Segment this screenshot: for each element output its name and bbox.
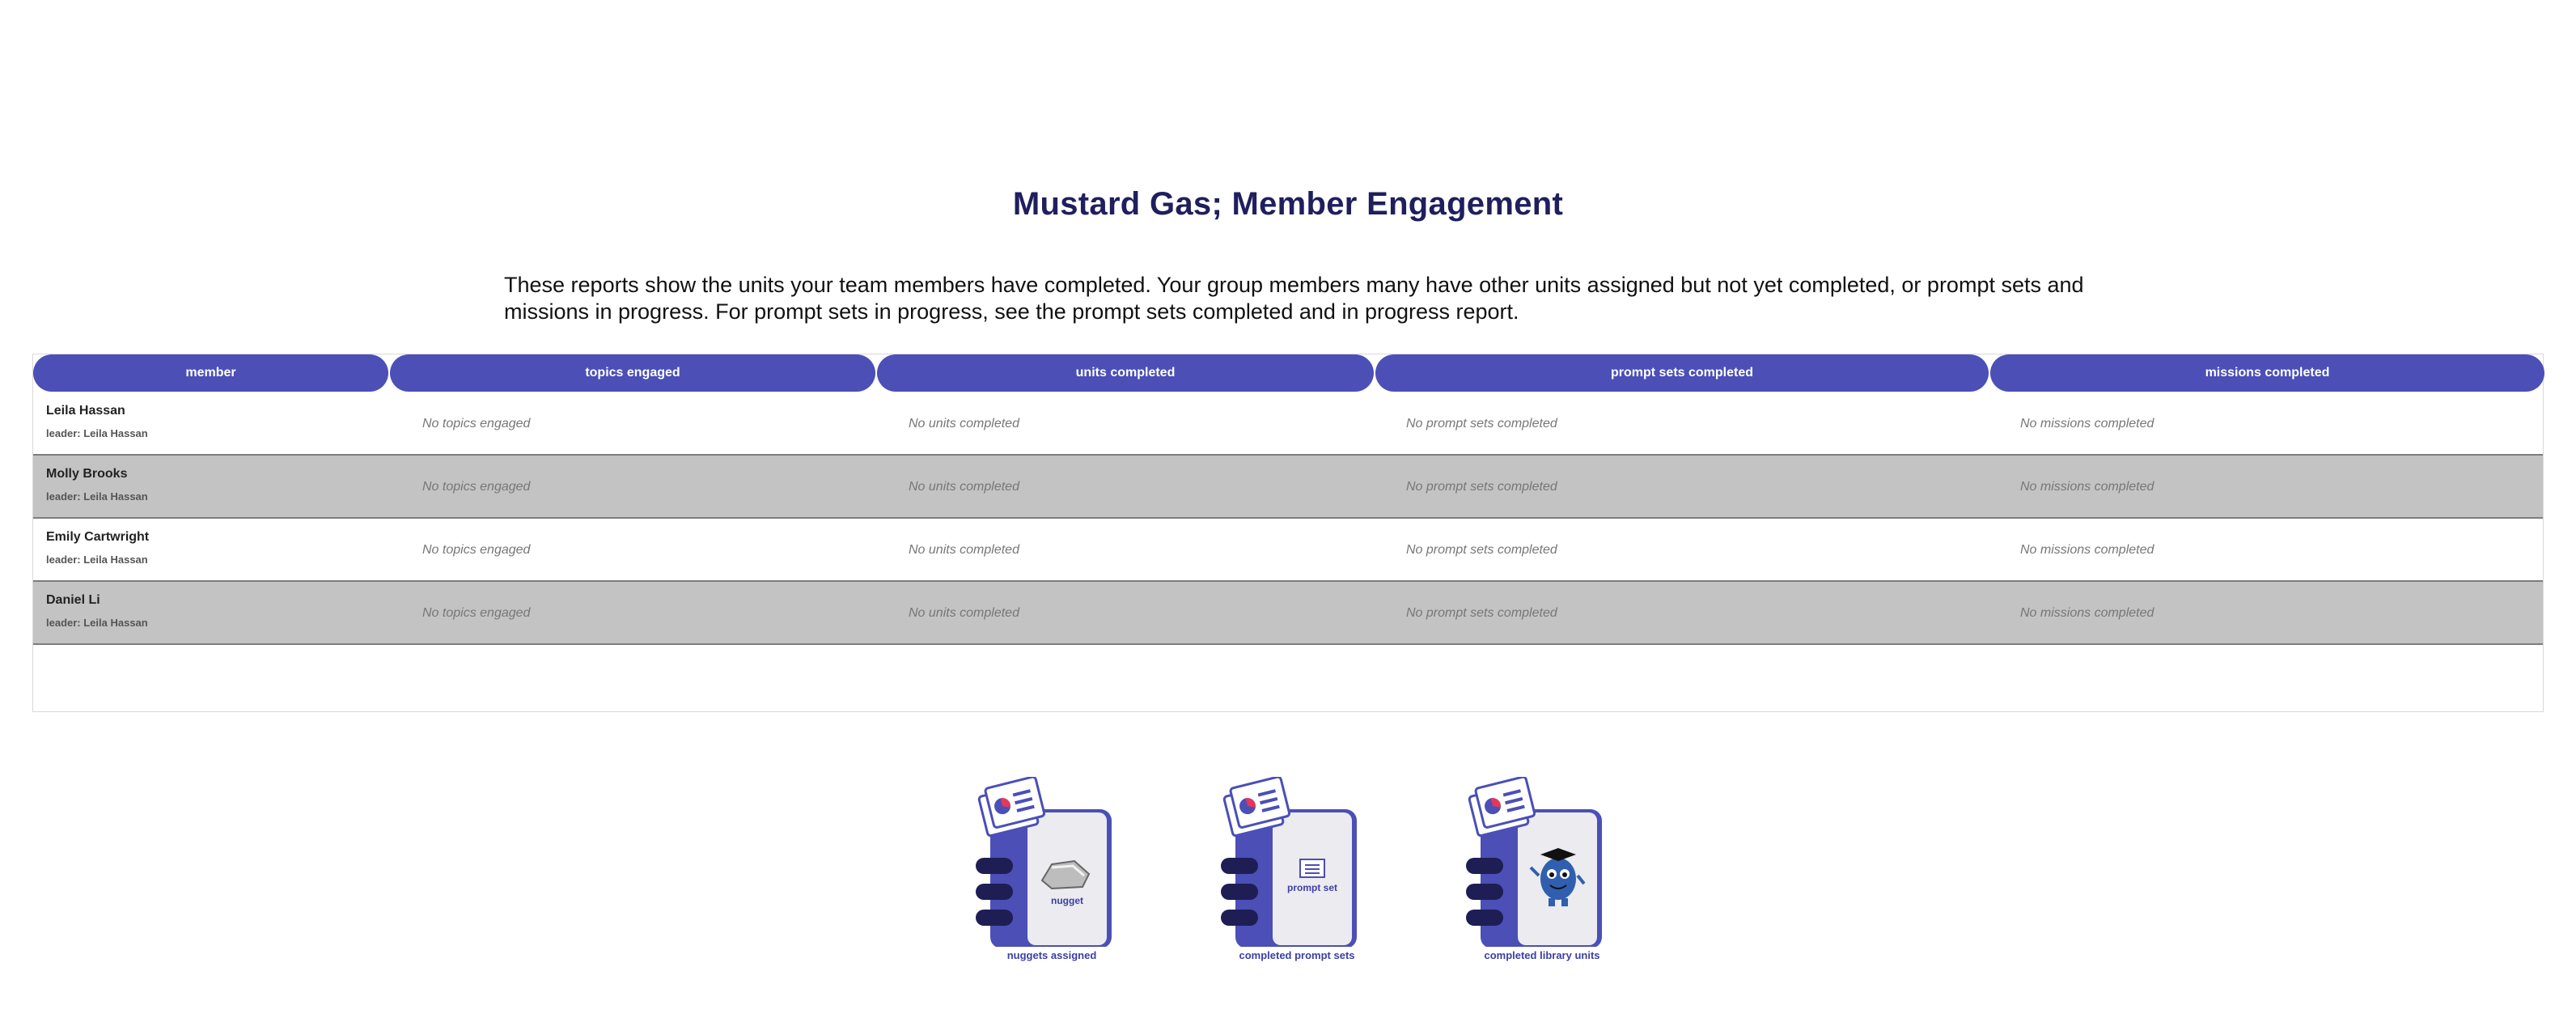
topics-cell: No topics engaged xyxy=(422,480,531,494)
column-header-prompt-sets[interactable]: prompt sets completed xyxy=(1375,354,1989,392)
member-leader: leader: Leila Hassan xyxy=(46,617,148,629)
nugget-label: nugget xyxy=(1051,895,1083,906)
column-header-missions[interactable]: missions completed xyxy=(1990,354,2544,392)
completed-prompt-sets-caption[interactable]: completed prompt sets xyxy=(1239,949,1355,961)
nuggets-assigned-caption[interactable]: nuggets assigned xyxy=(1006,949,1097,961)
member-name[interactable]: Leila Hassan xyxy=(46,404,125,418)
member-leader: leader: Leila Hassan xyxy=(46,490,148,503)
member-leader: leader: Leila Hassan xyxy=(46,427,148,439)
intro-paragraph: These reports show the units your team m… xyxy=(504,273,2084,324)
table-row: Molly Brooks leader: Leila Hassan No top… xyxy=(33,456,2543,519)
column-header-topics[interactable]: topics engaged xyxy=(390,354,875,392)
notebook-nugget-icon xyxy=(976,777,1112,947)
engagement-table: member topics engaged units completed pr… xyxy=(32,354,2544,712)
prompt-sets-cell: No prompt sets completed xyxy=(1406,606,1557,620)
prompt-sets-cell: No prompt sets completed xyxy=(1406,417,1557,431)
units-cell: No units completed xyxy=(909,543,1019,557)
missions-cell: No missions completed xyxy=(2020,480,2154,494)
units-cell: No units completed xyxy=(909,417,1019,431)
notebook-mascot-icon xyxy=(1466,777,1602,947)
member-leader: leader: Leila Hassan xyxy=(46,554,148,566)
nuggets-assigned-card[interactable]: nugget nuggets assigned xyxy=(971,777,1133,971)
missions-cell: No missions completed xyxy=(2020,543,2154,557)
table-row: Leila Hassan leader: Leila Hassan No top… xyxy=(33,392,2543,456)
completed-library-units-card[interactable]: completed library units xyxy=(1461,777,1623,971)
page-title: Mustard Gas; Member Engagement xyxy=(1012,186,1564,222)
topics-cell: No topics engaged xyxy=(422,543,531,557)
prompt-sets-cell: No prompt sets completed xyxy=(1406,480,1557,494)
notebook-prompt-set-icon xyxy=(1221,777,1357,947)
member-name[interactable]: Daniel Li xyxy=(46,593,100,607)
prompt-set-label: prompt set xyxy=(1286,882,1337,893)
topics-cell: No topics engaged xyxy=(422,606,531,620)
missions-cell: No missions completed xyxy=(2020,417,2154,431)
completed-library-units-caption[interactable]: completed library units xyxy=(1484,949,1600,961)
completed-prompt-sets-card[interactable]: prompt set completed prompt sets xyxy=(1216,777,1378,971)
table-row: Emily Cartwright leader: Leila Hassan No… xyxy=(33,519,2543,582)
topics-cell: No topics engaged xyxy=(422,417,531,431)
column-header-units[interactable]: units completed xyxy=(877,354,1374,392)
prompt-sets-cell: No prompt sets completed xyxy=(1406,543,1557,557)
table-header: member topics engaged units completed pr… xyxy=(33,354,2544,392)
member-name[interactable]: Emily Cartwright xyxy=(46,530,150,544)
column-header-member[interactable]: member xyxy=(33,354,388,392)
missions-cell: No missions completed xyxy=(2020,606,2154,620)
units-cell: No units completed xyxy=(909,480,1019,494)
table-row: Daniel Li leader: Leila Hassan No topics… xyxy=(33,582,2543,645)
report-cards: nugget nuggets assigned prompt s xyxy=(0,777,2576,987)
units-cell: No units completed xyxy=(909,606,1019,620)
member-name[interactable]: Molly Brooks xyxy=(46,467,128,481)
